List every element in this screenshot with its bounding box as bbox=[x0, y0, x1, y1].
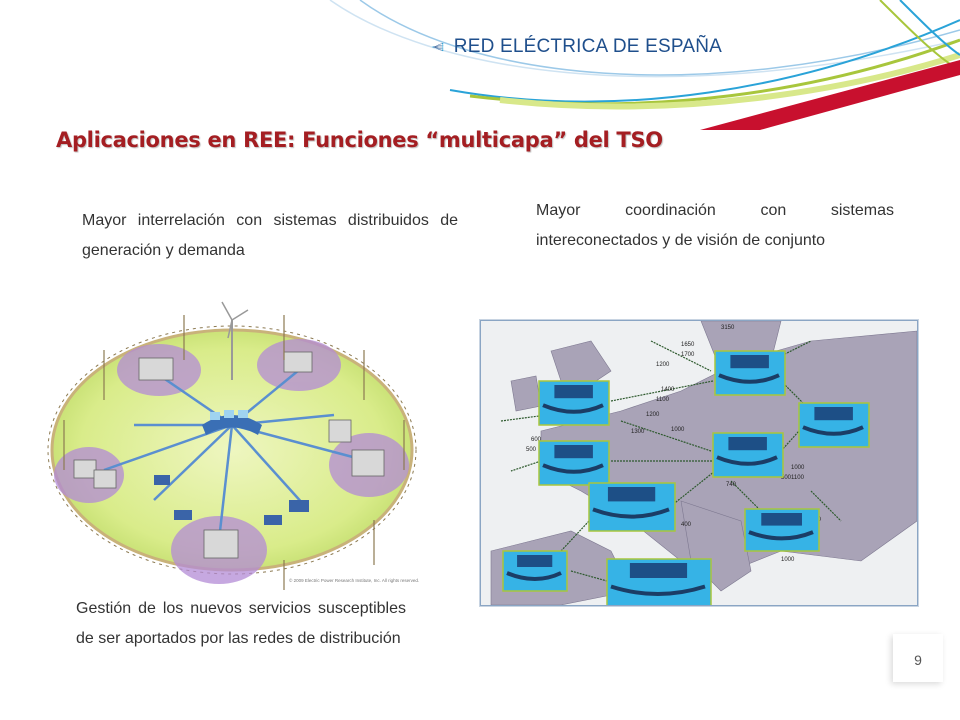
text-distribution-services: Gestión de los nuevos servicios suscepti… bbox=[76, 600, 406, 647]
control-center-screen bbox=[712, 432, 784, 478]
flow-arrow bbox=[670, 470, 716, 507]
control-center-screen bbox=[502, 550, 568, 592]
flow-label: 1300 bbox=[631, 429, 645, 435]
smart-grid-illustration: © 2009 Electric Power Research Institute… bbox=[47, 301, 419, 590]
text-distributed-systems: Mayor interrelación con sistemas distrib… bbox=[82, 212, 458, 259]
ree-star-logo-icon bbox=[432, 42, 444, 52]
control-center-screen bbox=[588, 482, 676, 532]
control-center-screen bbox=[538, 440, 610, 486]
flow-arrow bbox=[810, 490, 842, 522]
flow-label: 1200 bbox=[656, 362, 670, 368]
flow-arrow bbox=[620, 420, 712, 452]
logo-text: RED ELÉCTRICA DE ESPAÑA bbox=[453, 36, 722, 57]
header-swoosh-decoration bbox=[329, 0, 960, 130]
flow-arrow bbox=[610, 380, 714, 402]
flow-arrow bbox=[650, 340, 712, 372]
flow-label: 1100 bbox=[656, 397, 670, 403]
ree-logo: RED ELÉCTRICA DE ESPAÑA bbox=[432, 30, 722, 64]
control-center-screen bbox=[714, 350, 786, 396]
control-center-screen bbox=[744, 508, 820, 552]
flow-label: 1700 bbox=[681, 352, 695, 358]
flow-arrow bbox=[510, 460, 542, 472]
flow-arrow bbox=[570, 570, 608, 582]
flow-label: 3150 bbox=[721, 325, 735, 331]
page-number-box bbox=[893, 634, 943, 682]
control-center-screen bbox=[798, 402, 870, 448]
flow-label: 1000 bbox=[781, 557, 795, 563]
flow-arrow bbox=[560, 520, 590, 552]
flow-arrow bbox=[780, 380, 812, 412]
slide-title: Aplicaciones en REE: Funciones “multicap… bbox=[56, 128, 663, 152]
page-number: 9 bbox=[914, 652, 922, 668]
flow-label: 500 bbox=[781, 475, 792, 481]
flow-label: 600 bbox=[531, 437, 542, 443]
flow-label: 500 bbox=[526, 447, 537, 453]
flow-label: 1400 bbox=[661, 387, 675, 393]
flow-arrow bbox=[500, 415, 540, 422]
flow-label: 400 bbox=[681, 522, 692, 528]
flow-label: 740 bbox=[726, 482, 737, 488]
flow-label: 1000 bbox=[791, 465, 805, 471]
europe-map-graphic: 3150 1650 1700 1200 1000 600 500 1300 1200 1100 14… bbox=[481, 321, 917, 605]
diagram-copyright: © 2009 Electric Power Research Institute… bbox=[289, 577, 419, 583]
flow-label: 1650 bbox=[681, 342, 695, 348]
control-center-screen bbox=[606, 558, 712, 605]
flow-label: 1200 bbox=[646, 412, 660, 418]
control-center-screen bbox=[538, 380, 610, 426]
text-interconnected-systems: Mayor coordinación con sistemas intereco… bbox=[536, 202, 894, 249]
europe-interconnection-map: 3150 1650 1700 1200 1000 600 500 1300 1200 1100 14… bbox=[480, 320, 918, 606]
flow-arrow bbox=[730, 480, 762, 512]
flow-label: 1000 bbox=[671, 427, 685, 433]
flow-arrow bbox=[780, 430, 800, 452]
flow-label: 1100 bbox=[791, 475, 805, 481]
